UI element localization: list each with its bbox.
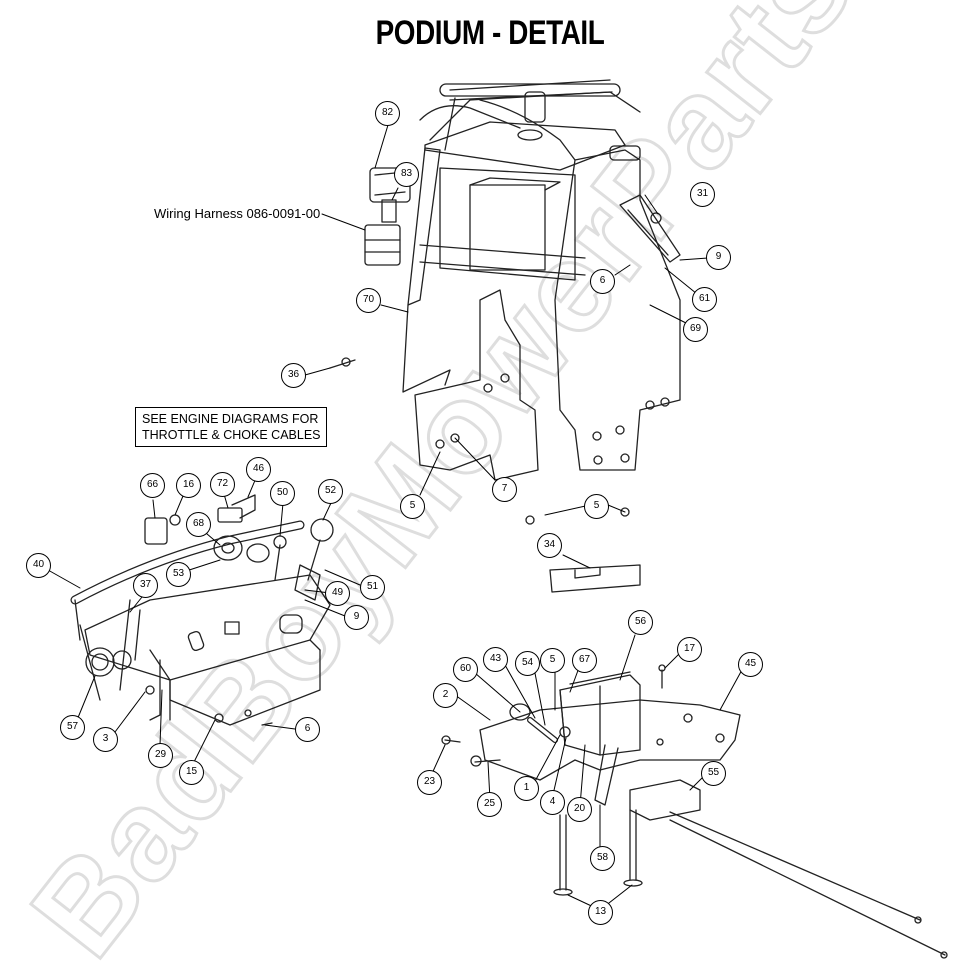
callout-52[interactable]: 52 — [318, 479, 343, 504]
callout-16[interactable]: 16 — [176, 473, 201, 498]
callout-57[interactable]: 57 — [60, 715, 85, 740]
page-title: PODIUM - DETAIL — [375, 14, 605, 52]
callout-7[interactable]: 7 — [492, 477, 517, 502]
callout-31[interactable]: 31 — [690, 182, 715, 207]
callout-13[interactable]: 13 — [588, 900, 613, 925]
callout-29[interactable]: 29 — [148, 743, 173, 768]
callout-43[interactable]: 43 — [483, 647, 508, 672]
lower-right-assembly — [441, 507, 948, 959]
engine-diagram-note: SEE ENGINE DIAGRAMS FOR THROTTLE & CHOKE… — [135, 407, 327, 447]
callout-61[interactable]: 61 — [692, 287, 717, 312]
callout-1[interactable]: 1 — [514, 776, 539, 801]
callout-34[interactable]: 34 — [537, 533, 562, 558]
callout-56[interactable]: 56 — [628, 610, 653, 635]
callout-36[interactable]: 36 — [281, 363, 306, 388]
callout-4[interactable]: 4 — [540, 790, 565, 815]
callout-68[interactable]: 68 — [186, 512, 211, 537]
callout-6[interactable]: 6 — [590, 269, 615, 294]
callout-66[interactable]: 66 — [140, 473, 165, 498]
callout-23[interactable]: 23 — [417, 770, 442, 795]
note-line-2: THROTTLE & CHOKE CABLES — [142, 428, 321, 442]
callout-9[interactable]: 9 — [706, 245, 731, 270]
callout-2[interactable]: 2 — [433, 683, 458, 708]
callout-60[interactable]: 60 — [453, 657, 478, 682]
left-console-assembly — [70, 494, 334, 726]
callout-3[interactable]: 3 — [93, 727, 118, 752]
callout-53[interactable]: 53 — [166, 562, 191, 587]
callout-49[interactable]: 49 — [325, 581, 350, 606]
callout-67[interactable]: 67 — [572, 648, 597, 673]
note-line-1: SEE ENGINE DIAGRAMS FOR — [142, 412, 319, 426]
callout-70[interactable]: 70 — [356, 288, 381, 313]
callout-6[interactable]: 6 — [295, 717, 320, 742]
leader-lines — [47, 124, 744, 911]
callout-46[interactable]: 46 — [246, 457, 271, 482]
callout-40[interactable]: 40 — [26, 553, 51, 578]
upper-podium-assembly — [329, 79, 681, 481]
callout-45[interactable]: 45 — [738, 652, 763, 677]
wiring-harness-label: Wiring Harness 086-0091-00 — [154, 206, 321, 221]
callout-5[interactable]: 5 — [540, 648, 565, 673]
callout-51[interactable]: 51 — [360, 575, 385, 600]
callout-69[interactable]: 69 — [683, 317, 708, 342]
callout-82[interactable]: 82 — [375, 101, 400, 126]
callout-54[interactable]: 54 — [515, 651, 540, 676]
callout-9[interactable]: 9 — [344, 605, 369, 630]
callout-5[interactable]: 5 — [400, 494, 425, 519]
callout-55[interactable]: 55 — [701, 761, 726, 786]
callout-25[interactable]: 25 — [477, 792, 502, 817]
callout-72[interactable]: 72 — [210, 472, 235, 497]
callout-50[interactable]: 50 — [270, 481, 295, 506]
callout-20[interactable]: 20 — [567, 797, 592, 822]
callout-15[interactable]: 15 — [179, 760, 204, 785]
callout-37[interactable]: 37 — [133, 573, 158, 598]
callout-58[interactable]: 58 — [590, 846, 615, 871]
callout-5[interactable]: 5 — [584, 494, 609, 519]
callout-83[interactable]: 83 — [394, 162, 419, 187]
callout-17[interactable]: 17 — [677, 637, 702, 662]
